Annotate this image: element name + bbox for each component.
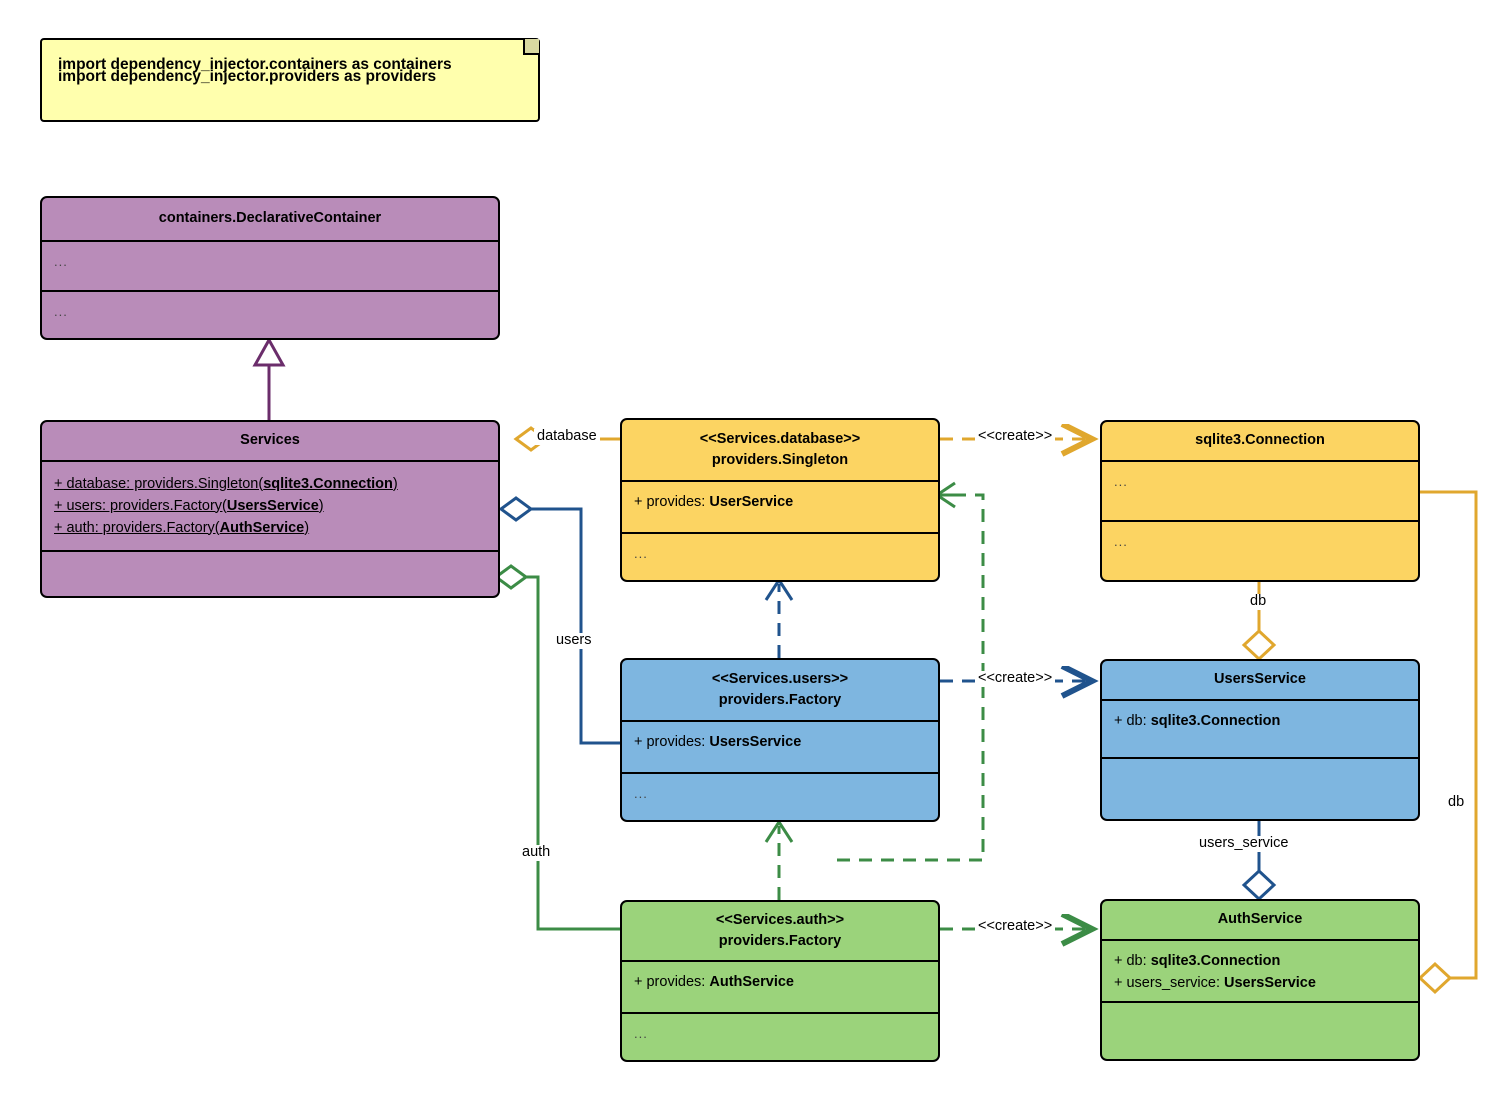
methods-compartment-usersservice xyxy=(1102,757,1418,819)
attribute-value-authservice-users-service: UsersService xyxy=(1224,974,1316,991)
edge-aggregation-users-service xyxy=(1241,821,1277,902)
attributes-compartment-services-auth: + provides: AuthService xyxy=(622,960,938,1012)
edge-label-db-authservice: db xyxy=(1445,794,1468,811)
class-title-services: Services xyxy=(240,432,300,449)
edge-label-create-auth: <<create>> xyxy=(975,918,1056,935)
import-note: import dependency_injector.containers as… xyxy=(40,38,540,122)
edge-label-auth: auth xyxy=(519,844,554,861)
attribute-value-usersservice-db: sqlite3.Connection xyxy=(1150,713,1281,729)
methods-compartment-services xyxy=(42,550,498,596)
methods-compartment-services-auth: ... xyxy=(622,1012,938,1060)
edge-label-users-service: users_service xyxy=(1196,835,1292,852)
class-services[interactable]: Services + database: providers.Singleton… xyxy=(40,420,500,598)
edge-label-create-database: <<create>> xyxy=(975,428,1056,445)
classname-services-auth: providers.Factory xyxy=(718,933,842,949)
edge-label-create-users: <<create>> xyxy=(975,670,1056,687)
provides-label-services-database: + provides: xyxy=(634,494,710,510)
edge-aggregation-auth xyxy=(493,564,620,931)
edge-label-db-usersservice: db xyxy=(1247,593,1270,610)
attributes-compartment-services-users: + provides: UsersService xyxy=(622,720,938,772)
attribute-label-authservice-users-service: + users_service: xyxy=(1114,974,1225,991)
attributes-compartment-declarativecontainer: ... xyxy=(42,240,498,290)
class-services-auth-provider[interactable]: <<Services.auth>> providers.Factory + pr… xyxy=(620,900,940,1062)
attribute-database: + database: providers.Singleton(sqlite3.… xyxy=(54,476,398,492)
class-usersservice[interactable]: UsersService + db: sqlite3.Connection xyxy=(1100,659,1420,821)
class-title-authservice: AuthService xyxy=(1217,911,1303,928)
note-fold-corner xyxy=(523,39,539,55)
edge-label-database: database xyxy=(534,428,600,445)
methods-compartment-authservice xyxy=(1102,1001,1418,1059)
class-services-users-provider[interactable]: <<Services.users>> providers.Factory + p… xyxy=(620,658,940,822)
methods-ellipsis-sqlite3-connection: ... xyxy=(1114,534,1128,549)
class-title-services-users: <<Services.users>> providers.Factory xyxy=(622,660,938,720)
attributes-ellipsis-declarativecontainer: ... xyxy=(54,254,68,269)
class-sqlite3-connection[interactable]: sqlite3.Connection ... ... xyxy=(1100,420,1420,582)
class-title-usersservice: UsersService xyxy=(1214,671,1306,688)
note-line-1: import dependency_injector.containers as… xyxy=(58,56,452,73)
class-containers-declarativecontainer[interactable]: containers.DeclarativeContainer ... ... xyxy=(40,196,500,340)
provides-value-services-users: UsersService xyxy=(709,734,802,750)
methods-ellipsis-services-database: ... xyxy=(634,546,648,561)
attribute-auth: + auth: providers.Factory(AuthService) xyxy=(54,519,310,536)
classname-services-database: providers.Singleton xyxy=(711,452,849,468)
attributes-compartment-authservice: + db: sqlite3.Connection + users_service… xyxy=(1102,939,1418,1001)
methods-ellipsis-declarativecontainer: ... xyxy=(54,304,68,319)
provides-value-services-database: UserService xyxy=(709,494,794,510)
arrowhead-auth-to-users xyxy=(764,819,794,843)
attribute-label-authservice-db: + db: xyxy=(1114,953,1151,969)
attribute-value-authservice-db: sqlite3.Connection xyxy=(1150,953,1281,969)
edge-label-users: users xyxy=(553,632,595,649)
provides-label-services-auth: + provides: xyxy=(634,974,710,990)
class-services-database-provider[interactable]: <<Services.database>> providers.Singleto… xyxy=(620,418,940,582)
methods-compartment-services-users: ... xyxy=(622,772,938,820)
class-title-services-auth: <<Services.auth>> providers.Factory xyxy=(622,902,938,960)
class-title-sqlite3-connection: sqlite3.Connection xyxy=(1195,432,1325,449)
methods-compartment-sqlite3-connection: ... xyxy=(1102,520,1418,580)
methods-ellipsis-services-auth: ... xyxy=(634,1026,648,1041)
methods-compartment-services-database: ... xyxy=(622,532,938,580)
attributes-compartment-services-database: + provides: UserService xyxy=(622,480,938,532)
stereotype-services-database: <<Services.database>> xyxy=(699,430,861,447)
attributes-compartment-services: + database: providers.Singleton(sqlite3.… xyxy=(42,460,498,550)
attribute-users: + users: providers.Factory(UsersService) xyxy=(54,497,324,514)
attribute-label-usersservice-db: + db: xyxy=(1114,713,1151,729)
stereotype-services-auth: <<Services.auth>> xyxy=(715,911,845,928)
class-title-services-database: <<Services.database>> providers.Singleto… xyxy=(622,420,938,480)
edge-generalization-services xyxy=(252,336,286,420)
provides-label-services-users: + provides: xyxy=(634,734,710,750)
attributes-compartment-usersservice: + db: sqlite3.Connection xyxy=(1102,699,1418,757)
attributes-ellipsis-sqlite3-connection: ... xyxy=(1114,474,1128,489)
classname-services-users: providers.Factory xyxy=(718,692,842,708)
methods-compartment-declarativecontainer: ... xyxy=(42,290,498,338)
class-authservice[interactable]: AuthService + db: sqlite3.Connection + u… xyxy=(1100,899,1420,1061)
arrowhead-users-to-database xyxy=(764,577,794,601)
edge-aggregation-users xyxy=(498,496,620,745)
methods-ellipsis-services-users: ... xyxy=(634,786,648,801)
attributes-compartment-sqlite3-connection: ... xyxy=(1102,460,1418,520)
attribute-authservice-users-service: + users_service: UsersService xyxy=(1114,973,1408,995)
provides-value-services-auth: AuthService xyxy=(709,974,794,990)
note-line-2: import dependency_injector.providers as … xyxy=(58,68,437,85)
stereotype-services-users: <<Services.users>> xyxy=(711,670,849,687)
edge-aggregation-db-authservice xyxy=(1417,490,1478,995)
attribute-authservice-db: + db: sqlite3.Connection xyxy=(1114,951,1408,973)
class-title-declarativecontainer: containers.DeclarativeContainer xyxy=(158,210,382,227)
